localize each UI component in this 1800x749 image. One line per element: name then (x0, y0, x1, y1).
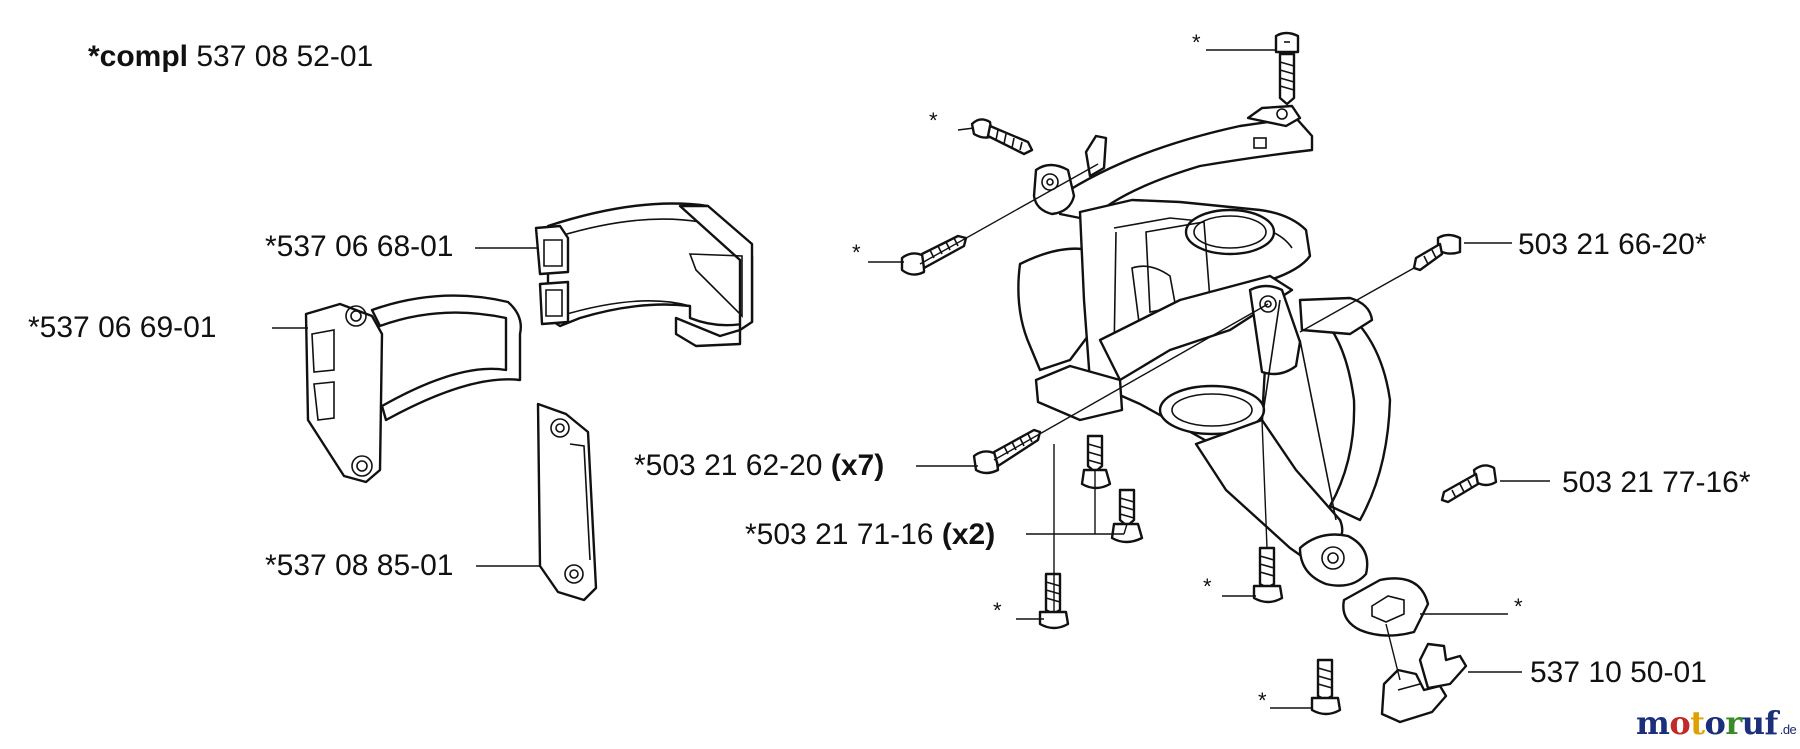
asterisk-marker: * (1203, 574, 1212, 599)
clamp-part (1380, 642, 1468, 724)
part-number: *503 21 62-20 (634, 449, 823, 482)
logo-letter: o (1704, 704, 1726, 742)
asterisk-marker: * (1192, 30, 1201, 55)
part-number: *503 21 71-16 (745, 518, 934, 551)
screw-62-20 (972, 428, 1042, 475)
logo-tld: .de (1779, 722, 1797, 737)
screw-77-16 (1440, 464, 1498, 504)
screws (900, 31, 1498, 716)
logo-letter: o (1669, 704, 1691, 742)
quantity: (x7) (830, 449, 885, 482)
label-537-06-68-01: *537 06 68-01 (265, 230, 454, 263)
screw-upper-left (970, 118, 1034, 156)
screw-middle (1252, 546, 1284, 604)
assembly-title: *compl 537 08 52-01 (88, 42, 373, 72)
label-537-06-69-01: *537 06 69-01 (28, 311, 217, 344)
label-503-21-62-20: *503 21 62-20 (x7) (634, 451, 884, 481)
label-503-21-66-20: 503 21 66-20* (1518, 228, 1707, 261)
label-537-08-85-01: *537 08 85-01 (265, 549, 454, 582)
logo-letter: u (1741, 704, 1765, 742)
logo-letter: f (1764, 704, 1778, 742)
screw-bottom (1310, 658, 1342, 716)
quantity: (x2) (941, 518, 996, 551)
insulator-part (534, 202, 754, 348)
asterisk-marker: * (993, 598, 1002, 623)
label-537-10-50-01: 537 10 50-01 (1530, 656, 1707, 689)
logo-letter: r (1725, 704, 1742, 742)
logo-letter: t (1690, 704, 1705, 742)
motoruf-logo: motoruf.de (1636, 704, 1797, 742)
screw-71-16-a (1080, 434, 1112, 490)
title-prefix: *compl (88, 40, 189, 73)
asterisk-marker: * (1258, 688, 1267, 713)
leader-lines (272, 49, 1550, 709)
title-number: 537 08 52-01 (196, 40, 374, 73)
screw-71-16-b (1110, 488, 1144, 544)
asterisk-marker: * (1514, 594, 1523, 619)
screw-66-20 (1412, 233, 1462, 272)
asterisk-marker: * (929, 108, 938, 133)
label-503-21-71-16: *503 21 71-16 (x2) (745, 520, 995, 550)
bracket-housing-part (1017, 104, 1430, 637)
gasket-part (304, 294, 522, 484)
screw-bottom-left (1038, 572, 1070, 630)
screw-top (1274, 31, 1300, 106)
screw-left (900, 234, 968, 276)
label-503-21-77-16: 503 21 77-16* (1562, 466, 1751, 499)
logo-letter: m (1636, 704, 1670, 742)
small-gasket-part (536, 402, 598, 602)
asterisk-marker: * (852, 240, 861, 265)
